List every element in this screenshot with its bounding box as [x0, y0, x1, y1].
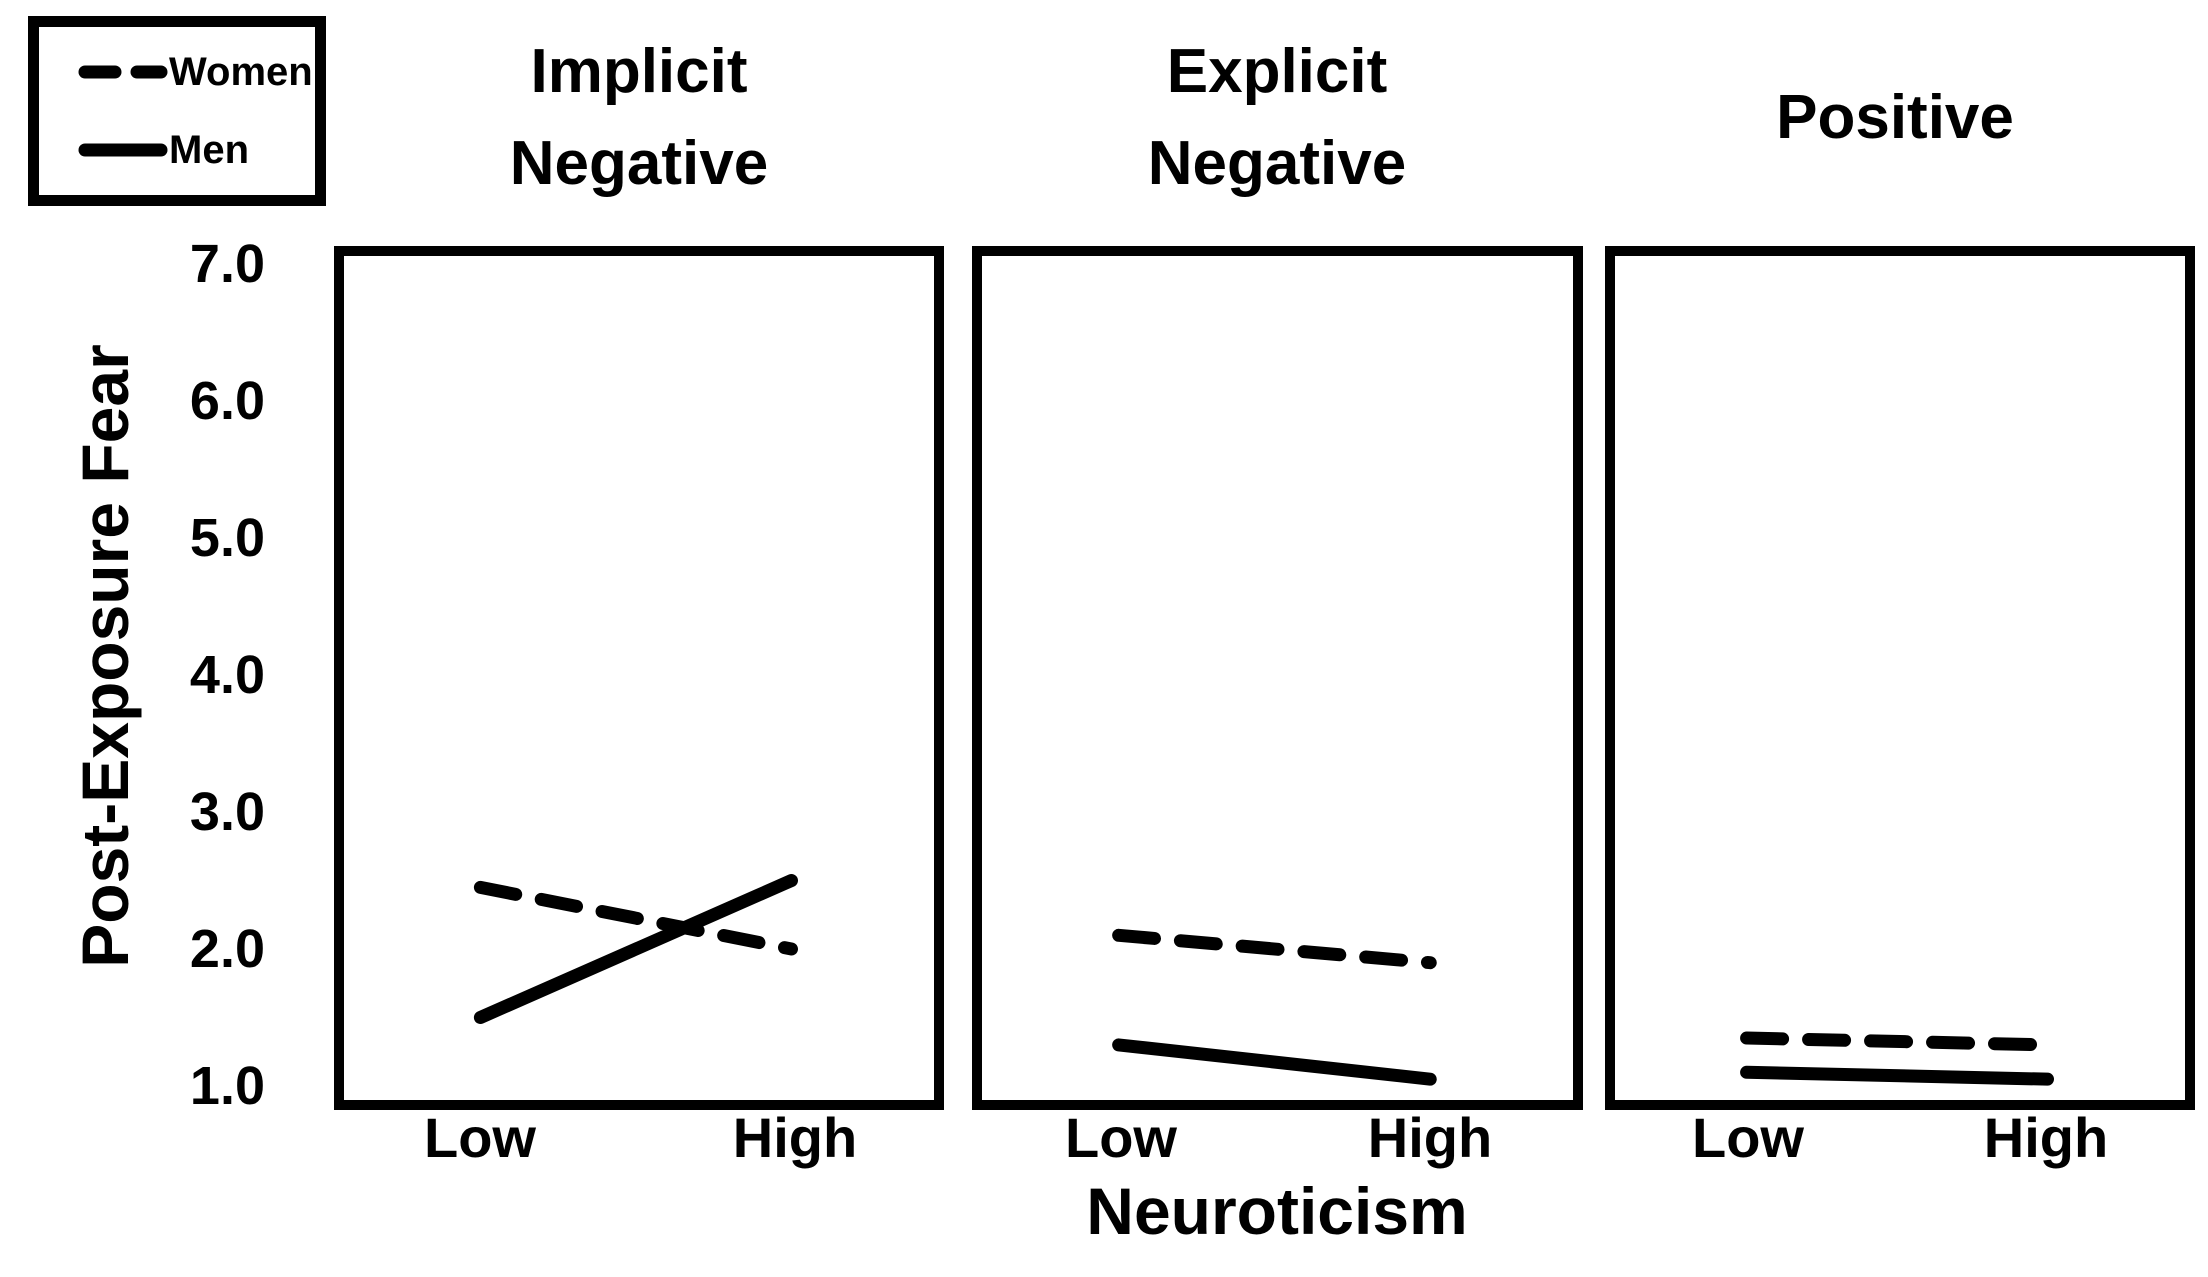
x-tick-high-positive: High [1983, 1106, 2109, 1169]
x-axis-label: Neuroticism [1086, 1174, 1468, 1248]
legend-label-men: Men [169, 128, 249, 172]
series-line-women-positive [1740, 1031, 2054, 1052]
y-tick-3: 3.0 [189, 782, 265, 842]
y-tick-1: 1.0 [189, 1056, 265, 1116]
series-line-men-explicit-negative [1112, 1038, 1437, 1086]
x-tick-low-implicit: Low [424, 1106, 536, 1169]
legend-label-women: Women [169, 50, 313, 94]
panel-title-implicit-negative: Implicit Negative [509, 37, 769, 198]
solid-line-swatch-icon [77, 141, 169, 159]
panel-title-explicit-negative: Explicit Negative [1147, 37, 1407, 198]
panel-explicit-negative [972, 246, 1583, 1110]
y-tick-4: 4.0 [189, 645, 265, 705]
y-tick-6: 6.0 [189, 371, 265, 431]
dashed-line-swatch-icon [77, 63, 169, 81]
x-tick-low-positive: Low [1692, 1106, 1804, 1169]
x-tick-low-explicit: Low [1065, 1106, 1177, 1169]
series-line-men-positive [1740, 1065, 2054, 1086]
series-line-men-implicit-negative [473, 874, 798, 1024]
series-line-women-explicit-negative [1112, 928, 1437, 970]
series-line-women-implicit-negative [473, 880, 798, 956]
legend-item-men: Men [77, 130, 315, 170]
y-tick-2: 2.0 [189, 919, 265, 979]
legend-item-women: Women [77, 52, 315, 92]
panel-positive [1605, 246, 2195, 1110]
y-tick-5: 5.0 [189, 508, 265, 568]
x-tick-high-implicit: High [732, 1106, 858, 1169]
panel-title-positive: Positive [1776, 83, 2014, 153]
y-tick-7: 7.0 [189, 234, 265, 294]
x-tick-high-explicit: High [1367, 1106, 1493, 1169]
legend: Women Men [28, 16, 326, 206]
panel-implicit-negative [334, 246, 944, 1110]
